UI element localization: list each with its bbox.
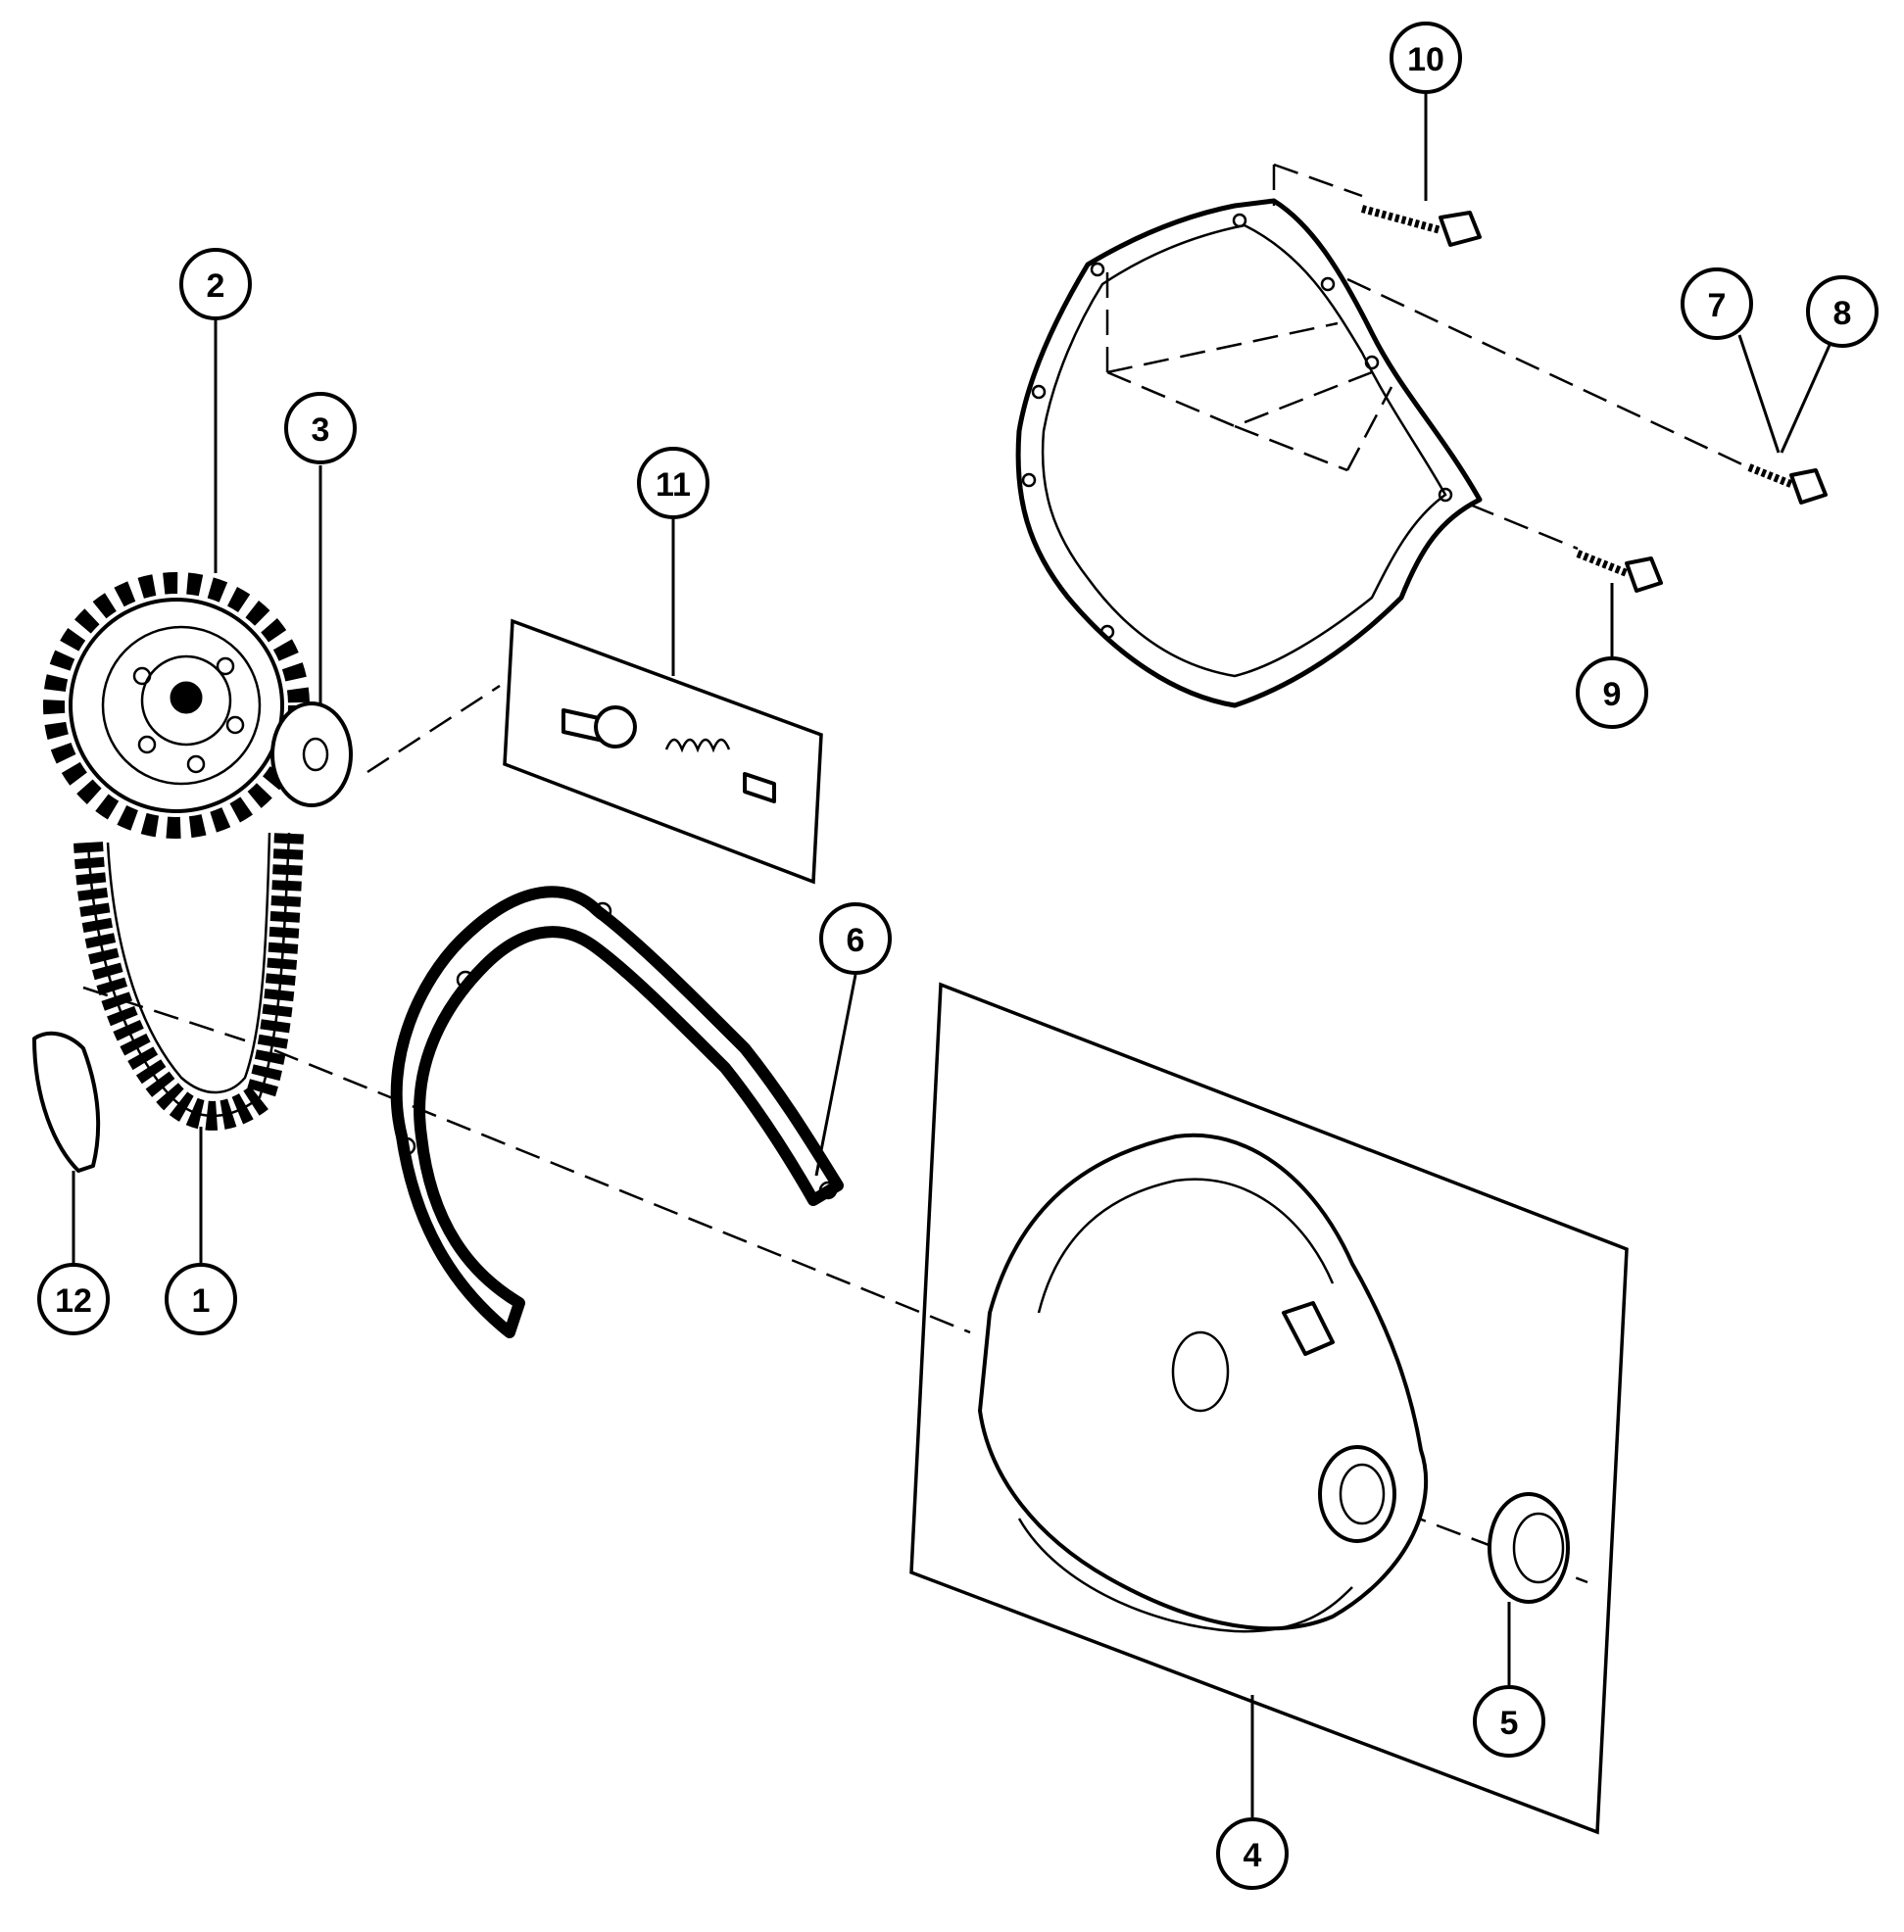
callout-2-label: 2	[207, 267, 225, 305]
tensioner-kit-panel	[503, 618, 823, 885]
callout-9: 9	[1576, 656, 1648, 729]
callout-11-label: 11	[656, 466, 691, 504]
callout-4: 4	[1216, 1817, 1289, 1890]
bolt-7-8	[1747, 463, 1828, 505]
callout-8: 8	[1806, 275, 1879, 348]
callout-8-label: 8	[1833, 295, 1852, 332]
front-cover-gasket	[390, 886, 844, 1338]
callout-7-label: 7	[1708, 287, 1727, 324]
leader-lines	[72, 92, 1832, 1817]
callout-7: 7	[1681, 267, 1753, 340]
oil-seal	[1488, 1492, 1570, 1604]
assembly-center-lines	[82, 163, 1745, 1584]
callout-5-label: 5	[1500, 1705, 1519, 1742]
callout-1-label: 1	[192, 1282, 211, 1320]
timing-chain	[73, 832, 304, 1131]
oil-slinger	[32, 1031, 101, 1173]
rear-gasket	[1015, 198, 1483, 708]
callout-12-label: 12	[55, 1282, 92, 1320]
callout-9-label: 9	[1603, 676, 1622, 713]
callout-10: 10	[1390, 22, 1462, 94]
callout-5: 5	[1473, 1685, 1545, 1758]
callout-1: 1	[165, 1263, 237, 1335]
callout-6: 6	[819, 902, 892, 975]
callout-2: 2	[179, 248, 252, 320]
washer	[270, 701, 353, 807]
bolt-9	[1576, 550, 1663, 593]
camshaft-sprocket	[43, 572, 310, 839]
front-cover-panel	[909, 982, 1629, 1835]
callout-4-label: 4	[1244, 1837, 1262, 1874]
bolt-10	[1360, 205, 1482, 247]
callout-3-label: 3	[312, 411, 330, 449]
callout-11: 11	[637, 447, 709, 519]
callout-3: 3	[284, 392, 357, 464]
callout-6-label: 6	[847, 922, 865, 959]
callout-12: 12	[37, 1263, 110, 1335]
callout-10-label: 10	[1407, 41, 1444, 78]
